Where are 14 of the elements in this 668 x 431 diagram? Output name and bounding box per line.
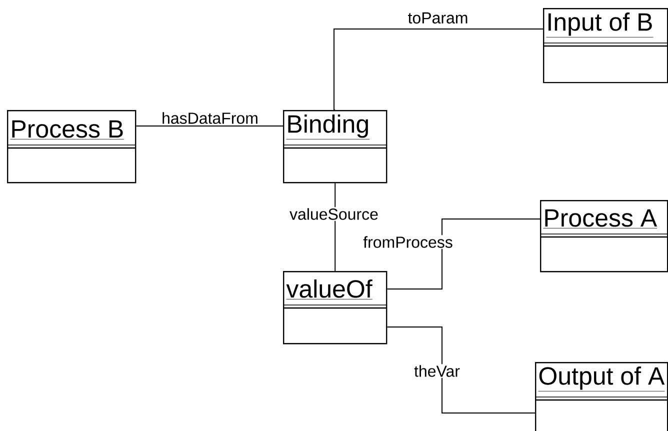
object-box: valueOf bbox=[282, 271, 388, 344]
object-box: Binding bbox=[282, 110, 388, 184]
object-box: Input of B bbox=[542, 8, 668, 84]
object-box: Process B bbox=[6, 110, 136, 184]
object-box: Process A bbox=[540, 200, 668, 272]
connector bbox=[386, 218, 540, 290]
edge-label: fromProcess bbox=[362, 235, 454, 249]
edge-label: theVar bbox=[413, 364, 461, 378]
edge-label: toParam bbox=[406, 11, 470, 25]
connector bbox=[386, 326, 536, 414]
object-box: Output of A bbox=[534, 362, 668, 431]
edge-label: valueSource bbox=[288, 207, 380, 221]
connector bbox=[334, 28, 544, 110]
edge-label: hasDataFrom bbox=[160, 111, 260, 125]
